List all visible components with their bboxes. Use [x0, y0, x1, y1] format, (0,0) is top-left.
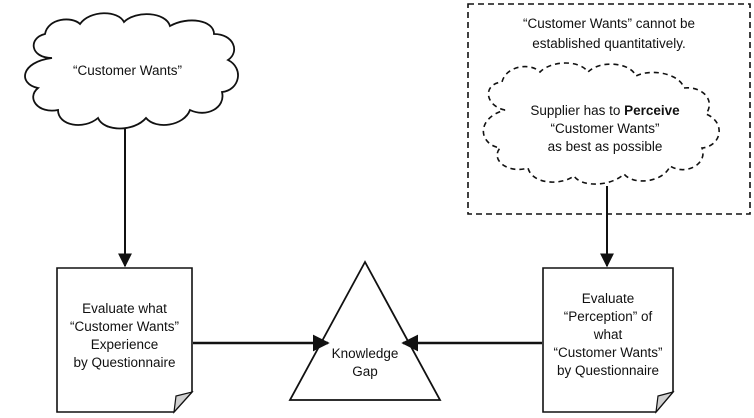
- note-line-2: established quantitatively.: [532, 36, 686, 51]
- evaluate-wants-label: Evaluate what “Customer Wants” Experienc…: [57, 300, 192, 372]
- customer-wants-label: “Customer Wants”: [72, 63, 182, 78]
- knowledge-gap-label: Knowledge Gap: [315, 345, 415, 381]
- doc-right-line-4: “Customer Wants”: [553, 345, 663, 360]
- gap-line-2: Gap: [352, 364, 378, 379]
- perceive-line-3: as best as possible: [547, 139, 663, 154]
- note-text: “Customer Wants” cannot be established q…: [470, 14, 748, 54]
- doc-left-line-4: by Questionnaire: [73, 355, 176, 370]
- doc-left-line-2: “Customer Wants”: [69, 319, 179, 334]
- doc-left-line-1: Evaluate what: [82, 301, 167, 316]
- perceive-label: Supplier has to Perceive “Customer Wants…: [500, 102, 710, 156]
- doc-left-line-3: Experience: [90, 337, 159, 352]
- gap-line-1: Knowledge: [331, 346, 399, 361]
- note-box: [467, 3, 751, 215]
- perceive-line-1: Supplier has to Perceive: [530, 103, 680, 118]
- perceive-line-2: “Customer Wants”: [550, 121, 660, 136]
- evaluate-perception-label: Evaluate “Perception” of what “Customer …: [543, 290, 673, 380]
- document-fold-right: [655, 390, 675, 414]
- document-fold-left: [173, 390, 194, 414]
- doc-right-line-1: Evaluate: [581, 291, 635, 306]
- knowledge-gap-triangle: [288, 260, 442, 401]
- perceive-cloud: [482, 62, 720, 185]
- doc-right-line-2: “Perception” of: [563, 309, 653, 324]
- customer-wants-cloud: [24, 12, 239, 130]
- doc-right-line-3: what: [593, 327, 623, 342]
- doc-right-line-5: by Questionnaire: [556, 363, 660, 378]
- note-line-1: “Customer Wants” cannot be: [522, 16, 696, 31]
